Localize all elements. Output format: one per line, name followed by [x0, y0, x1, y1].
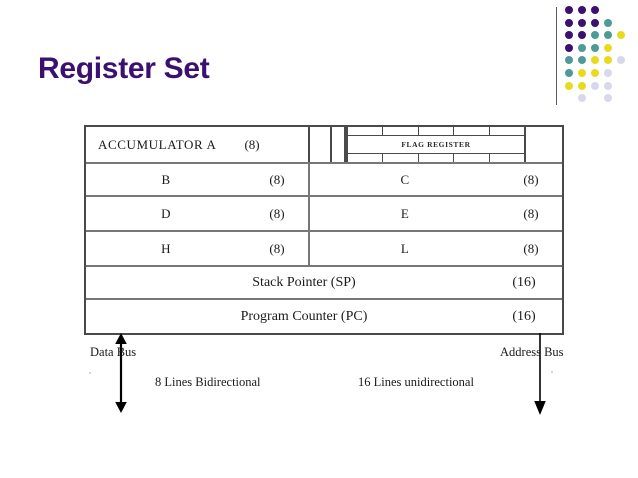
flag-bit-cell — [490, 127, 524, 135]
table-row-accumulator: ACCUMULATOR A (8) FLAG REGISTER — [86, 127, 562, 164]
logo-dot — [604, 94, 612, 103]
logo-divider-line — [556, 7, 557, 105]
register-width: (8) — [523, 171, 539, 187]
logo-dot — [565, 18, 573, 27]
flag-register-bottom-bits — [348, 153, 524, 162]
logo-dot — [617, 56, 625, 65]
logo-dot — [578, 81, 586, 90]
program-counter-cell: Program Counter (PC) (16) — [86, 300, 562, 333]
logo-dot — [565, 56, 573, 65]
register-cell-right: L (8) — [310, 232, 562, 265]
flag-register-label: FLAG REGISTER — [401, 139, 471, 149]
program-counter-width: (16) — [512, 308, 536, 324]
register-width: (8) — [523, 205, 539, 221]
logo-dot — [604, 69, 612, 77]
logo-dot-grid — [565, 6, 637, 106]
logo-dot — [578, 94, 586, 103]
logo-dot — [604, 56, 612, 65]
data-bus-arrow-icon — [115, 333, 127, 413]
accumulator-width: (8) — [244, 136, 260, 152]
logo-dot — [591, 81, 599, 90]
logo-dot — [578, 18, 586, 27]
register-width: (8) — [269, 205, 285, 221]
register-name: D — [161, 205, 171, 221]
flag-bit-cell — [454, 127, 490, 135]
register-name: L — [400, 240, 410, 256]
address-bus-label: Address Bus — [500, 345, 564, 359]
table-row: D (8) E (8) — [86, 197, 562, 232]
register-name: B — [161, 171, 171, 187]
flag-bit-cell — [383, 127, 419, 135]
data-bus-description: 8 Lines Bidirectional — [155, 375, 261, 389]
stack-pointer-width: (16) — [512, 274, 536, 290]
table-row: H (8) L (8) — [86, 232, 562, 267]
logo-dot — [565, 43, 573, 52]
accumulator-label: ACCUMULATOR A — [98, 136, 217, 152]
logo-dot — [578, 43, 586, 52]
logo-dot — [591, 43, 599, 52]
flag-bit-cell — [454, 154, 490, 162]
register-cell-right: E (8) — [310, 197, 562, 230]
logo-dot — [604, 31, 612, 40]
address-bus-description: 16 Lines unidirectional — [358, 375, 474, 389]
logo-dot — [591, 56, 599, 65]
logo-dot — [604, 81, 612, 90]
register-name: E — [400, 205, 410, 221]
logo-dot — [591, 69, 599, 77]
flag-register: FLAG REGISTER — [346, 127, 526, 162]
logo-dot — [578, 56, 586, 65]
flag-register-label-band: FLAG REGISTER — [348, 136, 524, 152]
logo-dot — [578, 31, 586, 40]
table-row-program-counter: Program Counter (PC) (16) — [86, 300, 562, 333]
register-cell-left: H (8) — [86, 232, 310, 265]
register-cell-right: C (8) — [310, 164, 562, 195]
flag-bit-cell — [383, 154, 419, 162]
flag-bit-cell — [348, 127, 384, 135]
table-row: B (8) C (8) — [86, 164, 562, 197]
register-table: ACCUMULATOR A (8) FLAG REGISTER B (8) C — [84, 125, 564, 335]
register-width: (8) — [269, 171, 285, 187]
data-bus-label: Data Bus — [90, 345, 137, 359]
address-bus-arrow-icon — [534, 333, 546, 415]
scan-artifact-left — [89, 372, 91, 374]
flag-bit-cell — [490, 154, 524, 162]
page-title: Register Set — [38, 52, 210, 85]
logo-dot — [591, 31, 599, 40]
logo-dot — [604, 18, 612, 27]
logo-dot — [565, 6, 573, 14]
register-name: C — [400, 171, 410, 187]
logo-dot — [617, 31, 625, 40]
logo-dot — [591, 18, 599, 27]
scan-artifact-right — [551, 371, 553, 373]
logo-dot — [565, 81, 573, 90]
accumulator-cell: ACCUMULATOR A (8) — [86, 127, 310, 162]
flag-bit-cell — [348, 154, 384, 162]
register-width: (8) — [523, 240, 539, 256]
stack-pointer-label: Stack Pointer (SP) — [252, 274, 356, 290]
stack-pointer-cell: Stack Pointer (SP) (16) — [86, 267, 562, 298]
logo-dot — [565, 69, 573, 77]
logo — [556, 6, 638, 106]
flag-bit-cell — [419, 127, 455, 135]
accumulator-spacer-cell-1 — [310, 127, 332, 162]
flag-bit-cell — [419, 154, 455, 162]
logo-dot — [565, 31, 573, 40]
program-counter-label: Program Counter (PC) — [240, 308, 368, 324]
accumulator-spacer-cell-2 — [332, 127, 346, 162]
table-row-stack-pointer: Stack Pointer (SP) (16) — [86, 267, 562, 300]
logo-dot — [591, 6, 599, 14]
register-cell-left: B (8) — [86, 164, 310, 195]
logo-dot — [578, 69, 586, 77]
register-cell-left: D (8) — [86, 197, 310, 230]
logo-dot — [578, 6, 586, 14]
flag-register-top-bits — [348, 127, 524, 136]
accumulator-tail-cell — [526, 127, 562, 162]
logo-dot — [604, 43, 612, 52]
register-width: (8) — [269, 240, 285, 256]
register-name: H — [161, 240, 171, 256]
